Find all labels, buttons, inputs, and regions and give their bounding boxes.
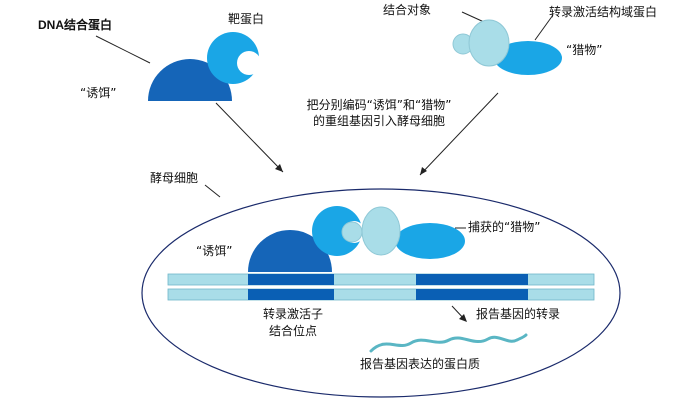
target-protein-shape: [207, 32, 261, 84]
target-protein-label: 靶蛋白: [228, 12, 265, 26]
bait-in-cell-shape: [248, 230, 332, 272]
mrna-squiggle: [369, 333, 528, 353]
activation-domain-in-cell-shape: [395, 223, 465, 259]
activation-domain-shape: [494, 41, 562, 75]
activator-site-label-line-1: 转录激活子: [262, 307, 323, 321]
prey-label: “猎物”: [566, 43, 603, 57]
binding-partner-leader: [461, 11, 485, 23]
dna-binding-protein-leader: [95, 35, 151, 64]
activator-site-label-line-2: 结合位点: [268, 324, 317, 338]
dna-strand-lower: [167, 288, 595, 301]
yeast-cell-leader: [204, 184, 221, 198]
binding-partner-label: 结合对象: [383, 3, 432, 17]
arrow-bait-to-cell: [215, 102, 284, 173]
reporter-protein-label: 报告基因表达的蛋白质: [360, 357, 481, 371]
yeast-cell-label: 酵母细胞: [150, 171, 199, 185]
yeast-cell-outline: [141, 188, 621, 398]
bait-in-cell-label: “诱饵”: [196, 244, 233, 258]
captured-prey-label: 捕获的“猎物”: [468, 220, 541, 234]
instruction-line-1: 把分别编码“诱饵”和“猎物”: [306, 98, 452, 112]
bait-label: “诱饵”: [80, 86, 117, 100]
arrow-prey-to-cell: [419, 92, 499, 176]
instruction-line-2: 的重组基因引入酵母细胞: [312, 114, 445, 128]
activation-domain-leader: [534, 14, 554, 41]
activation-domain-label: 转录激活结构域蛋白: [549, 5, 658, 19]
arrow-bait-head: [275, 164, 283, 172]
arrow-prey-head: [420, 167, 427, 175]
dna-strand-upper: [167, 273, 595, 286]
transcription-arrow-head: [459, 314, 467, 322]
dna-binding-protein-label: DNA结合蛋白: [38, 18, 112, 32]
prey-in-cell-shape: [341, 206, 401, 256]
reporter-transcription-label: 报告基因的转录: [476, 307, 561, 321]
prey-binding-partner-shape: [452, 19, 510, 67]
